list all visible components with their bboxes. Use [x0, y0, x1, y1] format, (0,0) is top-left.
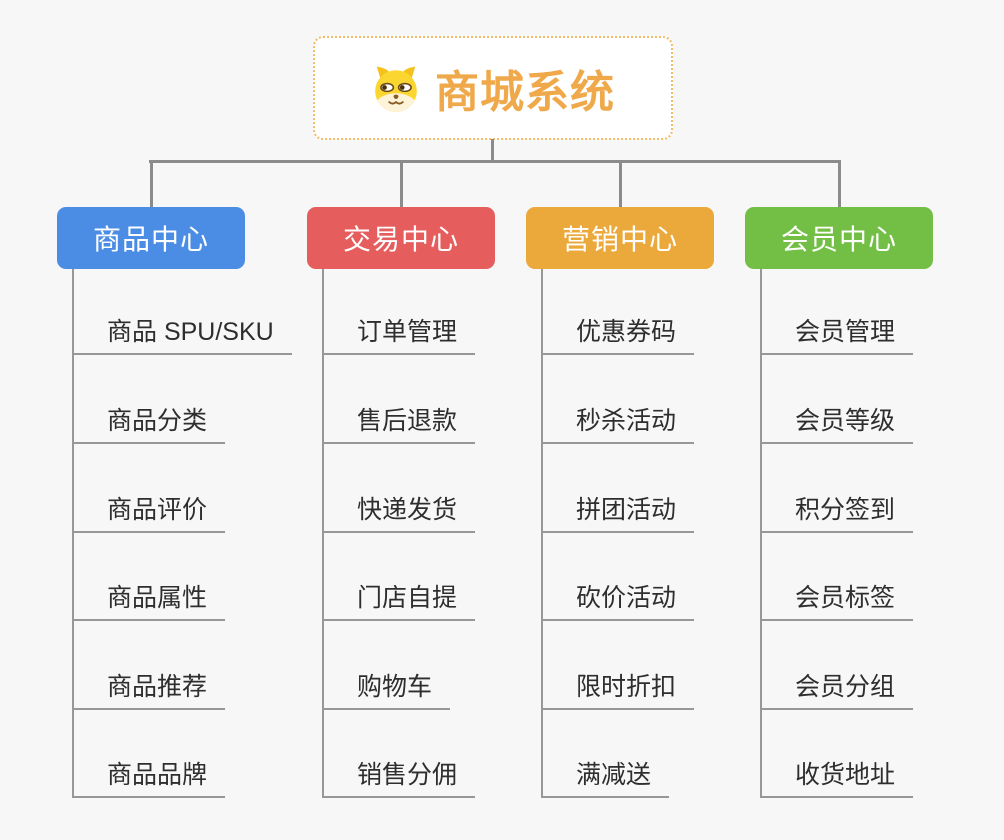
- branch-trunk-line: [322, 269, 324, 798]
- connector-root-vertical: [491, 139, 494, 162]
- leaf-node[interactable]: 积分签到: [760, 493, 914, 533]
- connector-drop-trade: [399, 160, 403, 207]
- leaf-node[interactable]: 商品品牌: [72, 758, 226, 798]
- root-node[interactable]: 商城系统: [313, 36, 673, 140]
- leaf-node[interactable]: 会员等级: [760, 404, 914, 444]
- branch-node-member-center[interactable]: 会员中心: [745, 207, 933, 269]
- branch-node-product-center[interactable]: 商品中心: [57, 207, 245, 269]
- doge-icon: [375, 66, 417, 112]
- branch-trunk-line: [72, 269, 74, 798]
- leaf-node[interactable]: 秒杀活动: [541, 404, 695, 444]
- connector-drop-marketing: [618, 160, 622, 207]
- leaf-node[interactable]: 优惠券码: [541, 315, 695, 355]
- leaf-node[interactable]: 会员分组: [760, 670, 914, 710]
- leaf-node[interactable]: 商品推荐: [72, 670, 226, 710]
- leaf-node[interactable]: 拼团活动: [541, 493, 695, 533]
- leaf-node[interactable]: 商品分类: [72, 404, 226, 444]
- leaf-node[interactable]: 砍价活动: [541, 581, 695, 621]
- leaf-node[interactable]: 门店自提: [322, 581, 476, 621]
- root-title: 商城系统: [435, 68, 615, 117]
- connector-drop-product: [149, 160, 153, 207]
- leaf-node[interactable]: 会员管理: [760, 315, 914, 355]
- branch-node-trade-center[interactable]: 交易中心: [307, 207, 495, 269]
- leaf-node[interactable]: 销售分佣: [322, 758, 476, 798]
- leaf-node[interactable]: 订单管理: [322, 315, 476, 355]
- connector-horizontal-bus: [149, 160, 841, 163]
- connector-drop-member: [837, 160, 841, 207]
- branch-trunk-line: [760, 269, 762, 798]
- leaf-node[interactable]: 会员标签: [760, 581, 914, 621]
- leaf-node[interactable]: 限时折扣: [541, 670, 695, 710]
- branch-node-marketing-center[interactable]: 营销中心: [526, 207, 714, 269]
- leaf-node[interactable]: 商品评价: [72, 493, 226, 533]
- leaf-node[interactable]: 收货地址: [760, 758, 914, 798]
- leaf-node[interactable]: 商品属性: [72, 581, 226, 621]
- leaf-node[interactable]: 快递发货: [322, 493, 476, 533]
- branch-trunk-line: [541, 269, 543, 798]
- leaf-node[interactable]: 商品 SPU/SKU: [72, 315, 292, 355]
- leaf-node[interactable]: 售后退款: [322, 404, 476, 444]
- leaf-node[interactable]: 满减送: [541, 758, 670, 798]
- leaf-node[interactable]: 购物车: [322, 670, 451, 710]
